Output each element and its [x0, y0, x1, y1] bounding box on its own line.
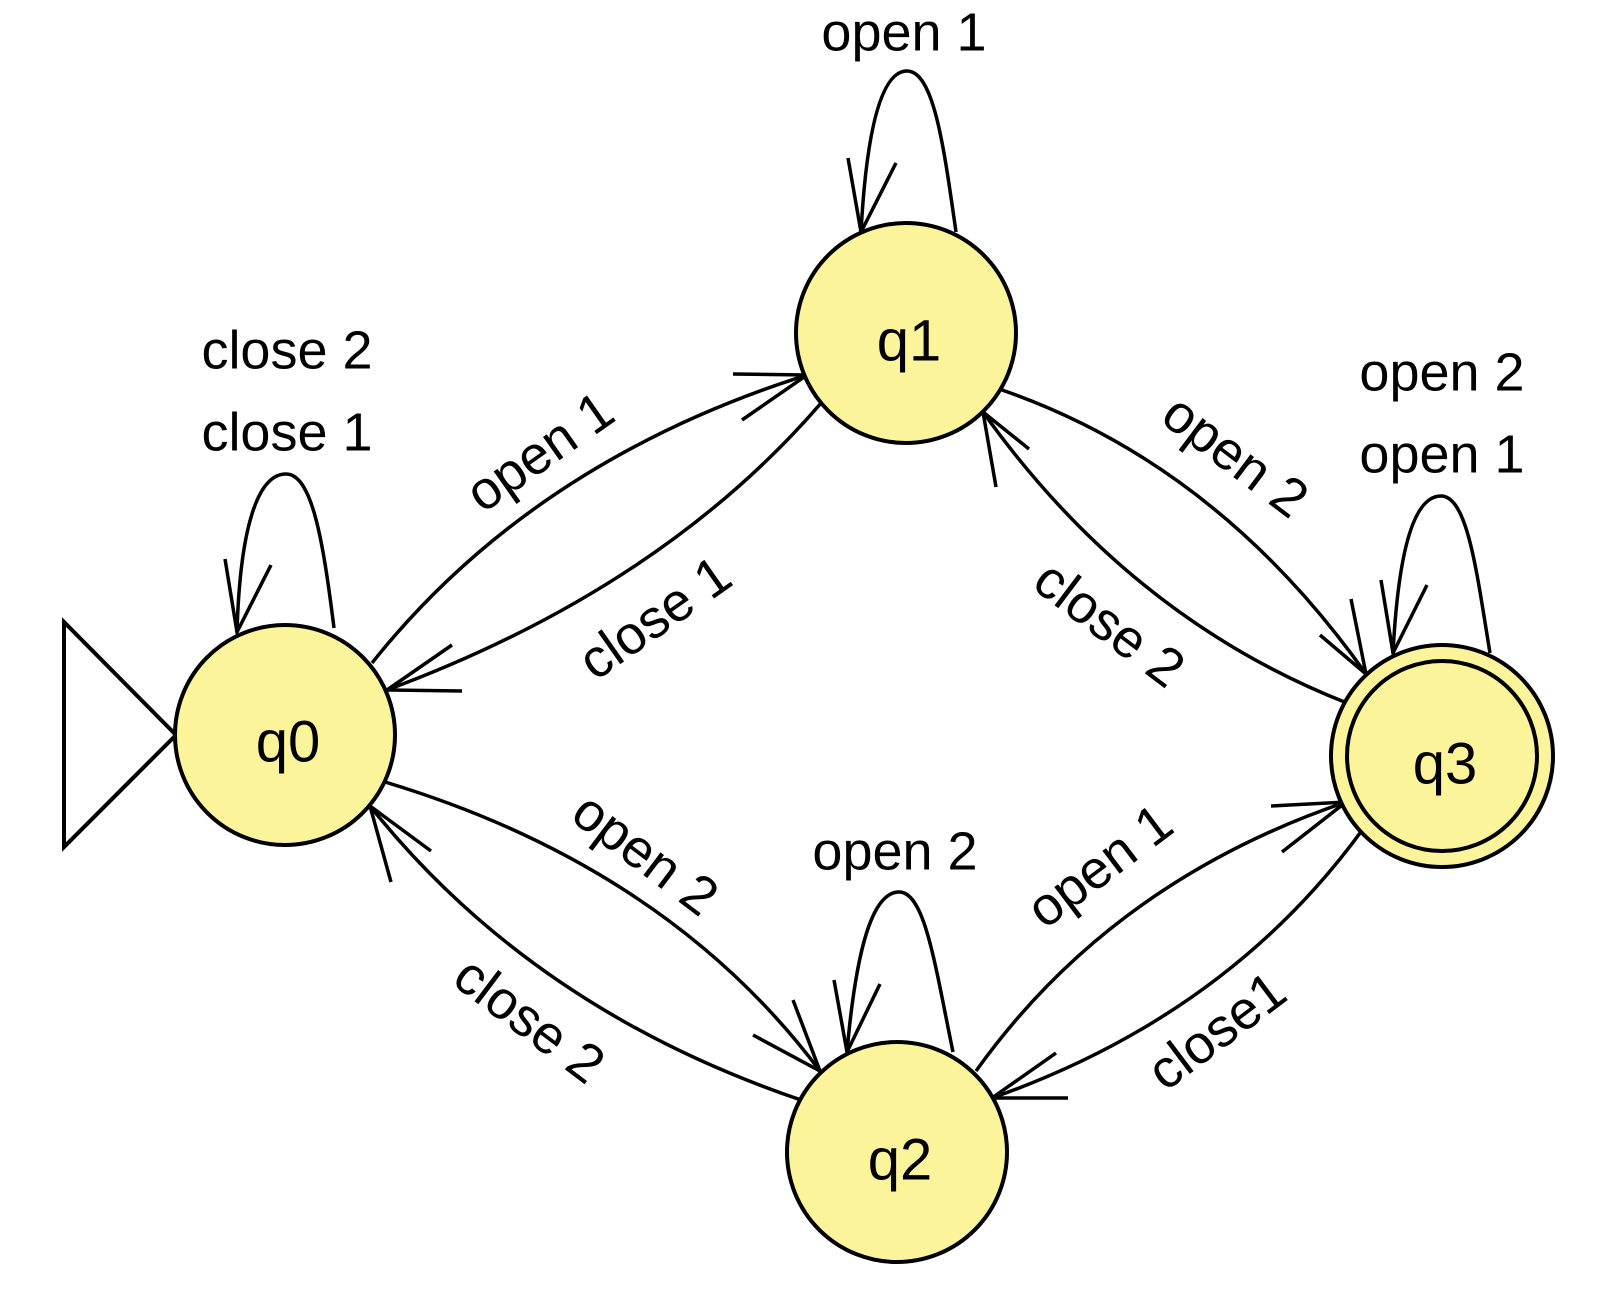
edge-q2-q3: [974, 800, 1347, 1073]
state-q2: q2: [785, 1040, 1009, 1264]
arrowhead-q3-q2: [986, 1051, 1068, 1100]
edge-q1-q3: [1001, 388, 1368, 676]
edge-label-q1-q0: close 1: [568, 544, 743, 691]
edge-label-q2-q0: close 2: [443, 945, 616, 1096]
edge-label-q3-q2: close1: [1136, 960, 1297, 1102]
edge-q2-q0: [368, 804, 802, 1102]
accepting-ring-q3: [1345, 659, 1539, 853]
edge-label-q3-q1: close 2: [1023, 549, 1196, 700]
edge-label-q0-q1: open 1: [455, 380, 625, 524]
state-label-q1: q1: [877, 308, 942, 373]
arrowhead-q2-q2: [832, 979, 882, 1058]
self-loop-q3: [1391, 494, 1492, 654]
initial-state-marker: [62, 617, 179, 852]
edge-label-q1-q3: open 2: [1151, 382, 1319, 529]
state-label-q2: q2: [868, 1127, 933, 1192]
edge-q1-q0: [386, 400, 824, 692]
edge-label-q1-q1: open 1: [821, 2, 986, 62]
arrowhead-q1-q0: [381, 643, 463, 693]
self-loop-q1: [859, 69, 958, 233]
self-loop-q2: [845, 890, 955, 1053]
arrowhead-q1-q1: [846, 157, 898, 238]
state-q0: q0: [173, 623, 397, 847]
edge-label-q2-q3: open 1: [1016, 792, 1184, 939]
edge-label-q2-q2: open 2: [812, 821, 977, 881]
state-q1: q1: [794, 221, 1018, 445]
edge-label-q0-q0-1: close 2: [201, 320, 372, 380]
state-label-q3: q3: [1413, 731, 1478, 796]
edge-q3-q2: [991, 827, 1365, 1100]
edge-q0-q1: [370, 373, 808, 665]
edge-q0-q2: [384, 780, 822, 1073]
edge-label-q3-q3-2: open 1: [1359, 424, 1524, 484]
edge-label-q0-q0-2: close 1: [201, 402, 372, 462]
arrowhead-q3-q3: [1379, 579, 1429, 659]
state-q3: q3: [1329, 643, 1555, 869]
edge-q3-q1: [981, 410, 1348, 705]
edge-label-q3-q3-1: open 2: [1359, 342, 1524, 402]
self-loop-q0: [235, 472, 336, 633]
state-label-q0: q0: [256, 709, 321, 774]
arrowhead-q0-q0: [223, 558, 273, 638]
